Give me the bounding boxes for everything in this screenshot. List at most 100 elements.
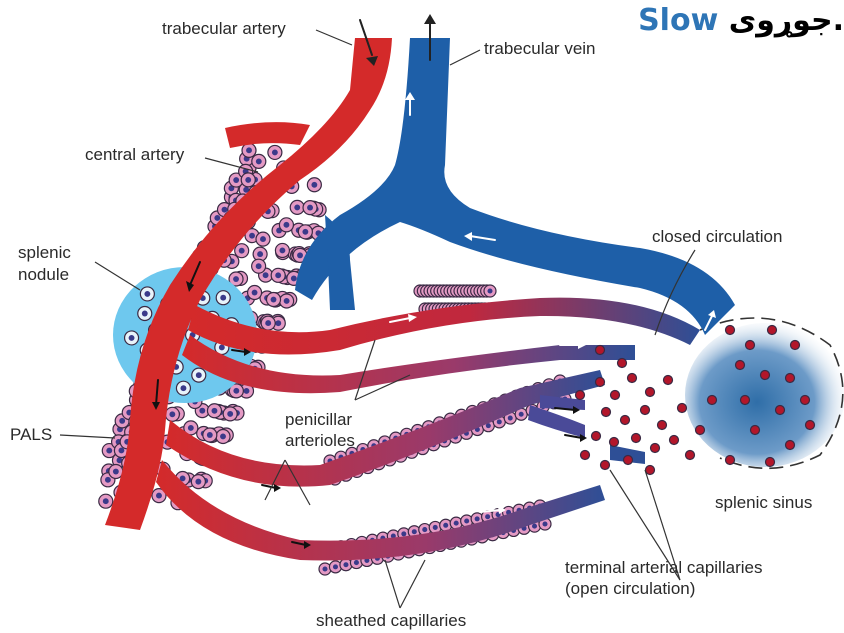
red-blood-cell xyxy=(596,346,605,355)
lymphocyte-nucleus xyxy=(169,411,175,417)
lymphocyte-nucleus xyxy=(265,320,271,326)
nodule-cell-nucleus xyxy=(129,335,135,341)
red-blood-cell xyxy=(741,396,750,405)
lymphocyte-nucleus xyxy=(246,147,252,153)
lymphocyte-nucleus xyxy=(188,425,194,431)
red-blood-cell xyxy=(624,456,633,465)
sheath-cell-nucleus xyxy=(322,566,327,571)
lymphocyte-nucleus xyxy=(284,298,290,304)
lymphocyte-nucleus xyxy=(307,205,313,211)
label-sheathed: sheathed capillaries xyxy=(316,611,466,630)
red-blood-cell xyxy=(678,404,687,413)
sheath-cell-nucleus xyxy=(412,529,417,534)
lymphocyte-nucleus xyxy=(249,233,255,239)
label-pals: PALS xyxy=(10,425,52,444)
sheath-cell-nucleus xyxy=(422,527,427,532)
nodule-cell-nucleus xyxy=(220,295,226,301)
sheath-cell-nucleus xyxy=(487,288,492,293)
sheath-cell-nucleus xyxy=(464,518,469,523)
lymphocyte-nucleus xyxy=(233,388,239,394)
lymphocyte-nucleus xyxy=(103,498,109,504)
sheath-cell-nucleus xyxy=(454,521,459,526)
red-blood-cell xyxy=(708,396,717,405)
lymphocyte-nucleus xyxy=(279,248,285,254)
red-blood-cell xyxy=(786,374,795,383)
lymphocyte-nucleus xyxy=(239,248,245,254)
red-blood-cell xyxy=(601,461,610,470)
red-blood-cell xyxy=(761,371,770,380)
label-splenic-nodule-2: nodule xyxy=(18,265,69,284)
lymphocyte-nucleus xyxy=(214,215,220,221)
lymphocyte-nucleus xyxy=(297,252,303,258)
lymphocyte-nucleus xyxy=(233,177,239,183)
label-trabecular-artery: trabecular artery xyxy=(162,19,286,38)
sheath-cell-nucleus xyxy=(401,531,406,536)
lymphocyte-nucleus xyxy=(302,229,308,235)
red-blood-cell xyxy=(618,359,627,368)
red-blood-cell xyxy=(632,434,641,443)
label-penicillar-2: arterioles xyxy=(285,431,355,450)
lymphocyte-nucleus xyxy=(105,477,111,483)
lymphocyte-nucleus xyxy=(283,222,289,228)
red-blood-cell xyxy=(726,326,735,335)
lymphocyte-nucleus xyxy=(244,388,250,394)
red-blood-cell xyxy=(576,391,585,400)
sheath-cell-nucleus xyxy=(343,562,348,567)
title-latin: Slow xyxy=(638,3,718,38)
red-blood-cell xyxy=(806,421,815,430)
lymphocyte-nucleus xyxy=(199,408,205,414)
splenic-sinus xyxy=(685,318,844,468)
label-central-artery: central artery xyxy=(85,145,185,164)
red-blood-cell xyxy=(611,391,620,400)
red-blood-cell xyxy=(646,466,655,475)
lymphocyte-nucleus xyxy=(222,207,228,213)
lymphocyte-nucleus xyxy=(233,276,239,282)
red-blood-cell xyxy=(751,426,760,435)
lymphocyte-nucleus xyxy=(260,236,266,242)
nodule-cell-nucleus xyxy=(142,311,148,317)
lymphocyte-nucleus xyxy=(256,158,262,164)
label-closed-circulation: closed circulation xyxy=(652,227,782,246)
red-blood-cell xyxy=(628,374,637,383)
label-trabecular-vein: trabecular vein xyxy=(484,39,596,58)
lymphocyte-nucleus xyxy=(252,290,258,296)
red-blood-cell xyxy=(596,378,605,387)
lymphocyte-nucleus xyxy=(272,149,278,155)
red-blood-cell xyxy=(786,441,795,450)
lymphocyte-nucleus xyxy=(113,469,119,475)
sheath-cell-nucleus xyxy=(508,416,513,421)
lower-branch xyxy=(156,460,605,561)
nodule-cell-nucleus xyxy=(219,345,225,351)
red-blood-cell xyxy=(621,416,630,425)
sheath-cell-nucleus xyxy=(333,564,338,569)
sheath-cell-nucleus xyxy=(354,560,359,565)
title-text: Slow جوړوی. xyxy=(638,3,844,38)
sheath-cell-nucleus xyxy=(433,525,438,530)
lymphocyte-nucleus xyxy=(256,263,262,269)
red-blood-cell xyxy=(746,341,755,350)
lymphocyte-nucleus xyxy=(294,204,300,210)
label-penicillar-1: penicillar xyxy=(285,410,352,429)
red-blood-cell xyxy=(766,458,775,467)
title-urdu: جوړوی. xyxy=(729,3,844,38)
nodule-cell-nucleus xyxy=(196,372,202,378)
label-splenic-nodule-1: splenic xyxy=(18,243,71,262)
lymphocyte-nucleus xyxy=(195,479,201,485)
sheath-cell-nucleus xyxy=(519,412,524,417)
red-blood-cell xyxy=(610,438,619,447)
red-blood-cell xyxy=(736,361,745,370)
lymphocyte-nucleus xyxy=(311,182,317,188)
red-blood-cell xyxy=(651,444,660,453)
sheath-cell-nucleus xyxy=(532,524,537,529)
sheath-cell-nucleus xyxy=(443,523,448,528)
label-terminal-2: (open circulation) xyxy=(565,579,695,598)
red-blood-cell xyxy=(696,426,705,435)
lymphocyte-nucleus xyxy=(271,297,277,303)
lymphocyte-nucleus xyxy=(212,408,218,414)
sheath-cell-nucleus xyxy=(542,521,547,526)
nodule-cell-nucleus xyxy=(144,291,150,297)
red-blood-cell xyxy=(592,432,601,441)
red-blood-cell xyxy=(664,376,673,385)
